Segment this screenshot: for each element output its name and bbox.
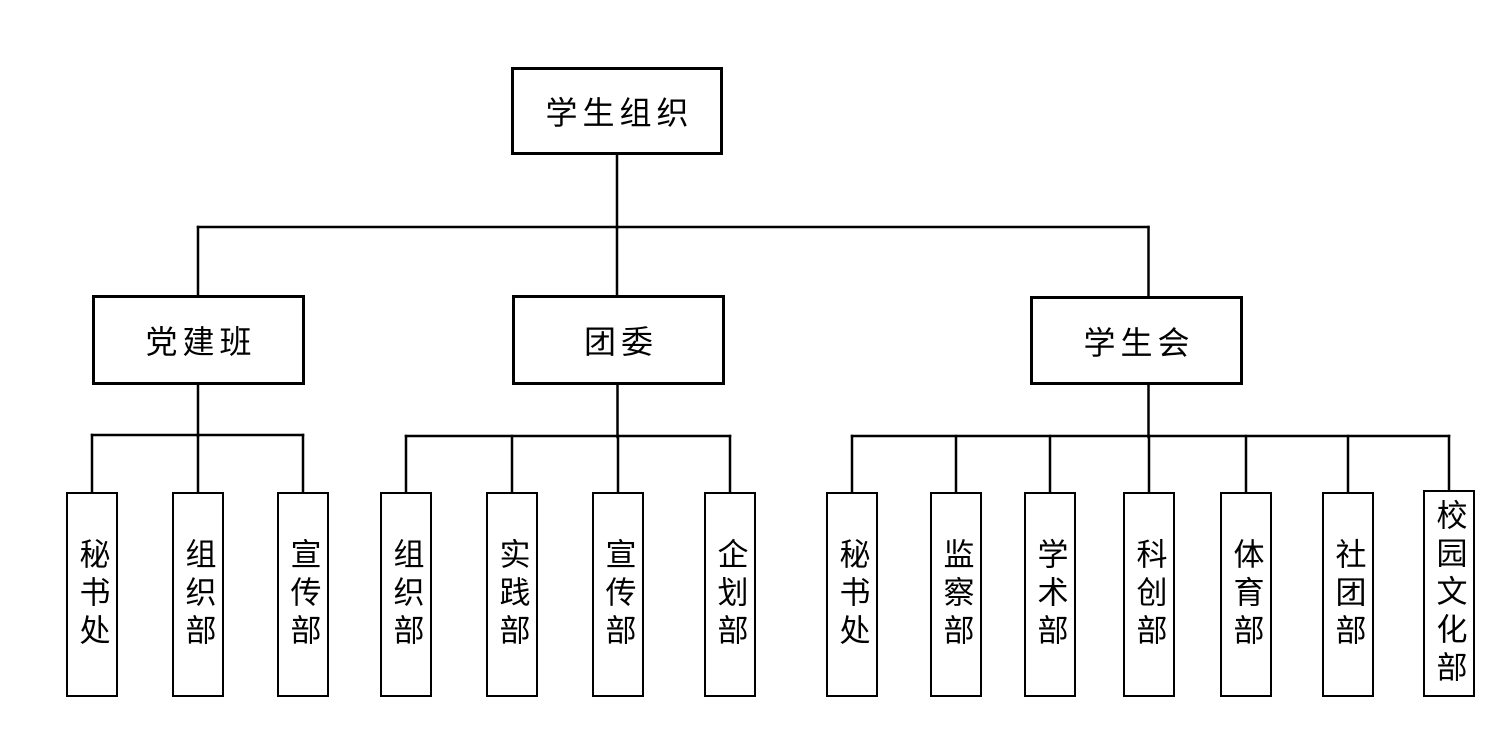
node-league-planning-dept: 企划部 xyxy=(704,492,756,697)
node-su-supervision-dept: 监察部 xyxy=(930,492,982,697)
node-label: 宣传部 xyxy=(285,537,321,652)
node-league-organization-dept: 组织部 xyxy=(380,492,432,697)
node-su-sci-innovation-dept: 科创部 xyxy=(1123,492,1175,697)
node-label: 科创部 xyxy=(1131,537,1167,652)
node-label: 学术部 xyxy=(1032,537,1068,652)
node-su-clubs-dept: 社团部 xyxy=(1322,492,1374,697)
node-pbc-publicity-dept: 宣传部 xyxy=(277,492,329,697)
node-su-academic-dept: 学术部 xyxy=(1024,492,1076,697)
node-pbc-secretariat: 秘书处 xyxy=(66,492,118,697)
node-label: 体育部 xyxy=(1228,537,1264,652)
node-student-organizations: 学生组织 xyxy=(511,67,723,155)
node-su-sports-dept: 体育部 xyxy=(1220,492,1272,697)
node-pbc-organization-dept: 组织部 xyxy=(172,492,224,697)
node-label: 监察部 xyxy=(938,537,974,652)
node-label: 宣传部 xyxy=(600,537,636,652)
node-label: 社团部 xyxy=(1330,537,1366,652)
node-su-secretariat: 秘书处 xyxy=(826,492,878,697)
node-label: 组织部 xyxy=(388,537,424,652)
node-league-committee: 团委 xyxy=(512,295,725,385)
node-label: 实践部 xyxy=(494,537,530,652)
node-league-publicity-dept: 宣传部 xyxy=(592,492,644,697)
node-label: 组织部 xyxy=(180,537,216,652)
node-party-building-class: 党建班 xyxy=(92,295,305,385)
node-student-union: 学生会 xyxy=(1030,296,1243,385)
node-su-campus-culture-dept: 校园文化部 xyxy=(1423,490,1475,697)
node-label: 校园文化部 xyxy=(1431,498,1467,689)
node-label: 企划部 xyxy=(712,537,748,652)
node-label: 秘书处 xyxy=(834,537,870,652)
node-label: 秘书处 xyxy=(74,537,110,652)
node-league-practice-dept: 实践部 xyxy=(486,492,538,697)
